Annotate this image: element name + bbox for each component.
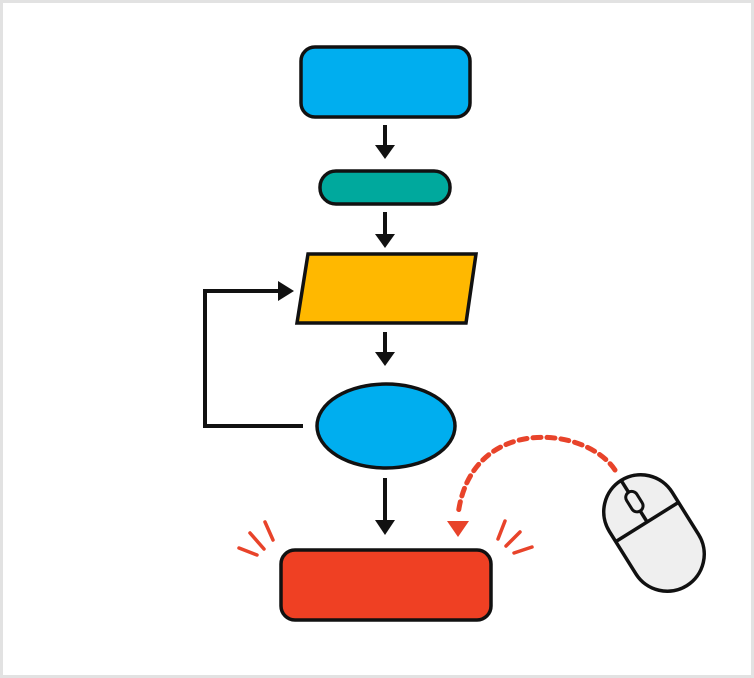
mouse-scroll-wheel	[624, 489, 645, 514]
arrow-process-to-input	[375, 212, 395, 248]
click-burst-left-icon	[237, 520, 275, 557]
loop-back-connector	[203, 281, 303, 428]
arrow-decision-to-end	[375, 478, 395, 535]
arrow-input-to-decision	[375, 332, 395, 366]
end-node[interactable]	[279, 548, 493, 622]
computer-mouse-icon[interactable]	[590, 461, 718, 605]
start-node[interactable]	[299, 45, 472, 119]
click-burst-right-icon	[496, 519, 534, 555]
process-node[interactable]	[318, 169, 452, 206]
decision-node[interactable]	[315, 382, 457, 470]
arrow-start-to-process	[375, 125, 395, 159]
input-node[interactable]	[294, 252, 479, 325]
mouse-click-path	[447, 434, 618, 537]
